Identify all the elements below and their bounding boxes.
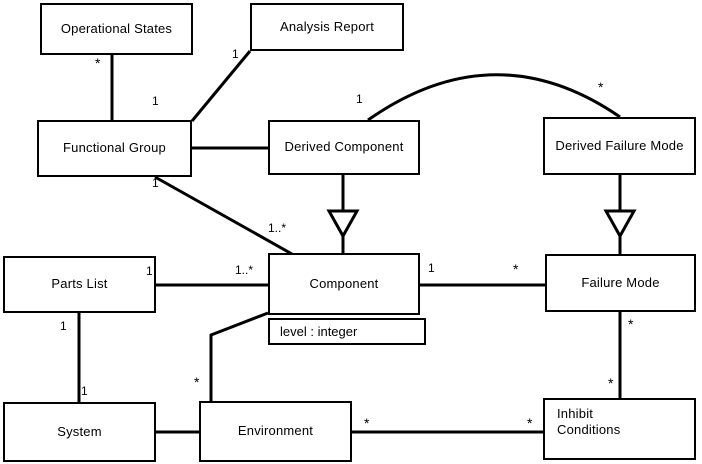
multiplicity-derived-component-left: 1 bbox=[356, 92, 363, 106]
multiplicity-functional-group-bottom: 1 bbox=[152, 176, 159, 190]
class-name-parts-list: Parts List bbox=[51, 276, 108, 292]
class-box-failure-mode[interactable]: Failure Mode bbox=[545, 254, 696, 312]
class-name-system: System bbox=[57, 423, 102, 439]
class-name-derived-failure-mode: Derived Failure Mode bbox=[555, 137, 684, 153]
class-box-derived-failure-mode[interactable]: Derived Failure Mode bbox=[543, 117, 696, 175]
attribute-label-level: level : integer bbox=[280, 324, 358, 339]
multiplicity-inhibit-conditions-top: * bbox=[608, 375, 614, 391]
multiplicity-failure-mode-bottom: * bbox=[628, 316, 634, 332]
class-box-environment[interactable]: Environment bbox=[199, 401, 352, 462]
multiplicity-environment-top: * bbox=[194, 374, 200, 390]
edge-component-environment bbox=[209, 311, 269, 401]
multiplicity-component-right: 1 bbox=[428, 261, 435, 275]
class-name-derived-component: Derived Component bbox=[284, 139, 404, 155]
class-name-operational-states: Operational States bbox=[60, 20, 173, 36]
class-box-component[interactable]: Component bbox=[268, 253, 420, 315]
edge-derived-component-derived-failure-mode bbox=[367, 73, 621, 122]
edge-analysis-report-functional-group bbox=[190, 50, 252, 122]
multiplicity-operational-states: * bbox=[95, 55, 101, 71]
multiplicity-functional-group-top: 1 bbox=[152, 94, 159, 108]
class-box-parts-list[interactable]: Parts List bbox=[3, 256, 156, 313]
multiplicity-parts-list-right: 1 bbox=[146, 264, 153, 278]
multiplicity-analysis-report-functional-group: 1 bbox=[232, 47, 239, 61]
class-name-inhibit-conditions: Inhibit Conditions bbox=[557, 406, 621, 438]
multiplicity-system-top: 1 bbox=[81, 384, 88, 398]
multiplicity-failure-mode-left: * bbox=[513, 261, 519, 277]
class-box-system[interactable]: System bbox=[3, 402, 156, 462]
multiplicity-component-topleft: 1..* bbox=[268, 221, 287, 235]
class-box-analysis-report[interactable]: Analysis Report bbox=[250, 3, 404, 51]
edge-functional-group-component bbox=[154, 175, 293, 256]
class-box-functional-group[interactable]: Functional Group bbox=[37, 120, 192, 177]
multiplicity-environment-right: * bbox=[364, 415, 370, 431]
class-name-analysis-report: Analysis Report bbox=[279, 18, 375, 34]
class-name-functional-group: Functional Group bbox=[63, 140, 166, 156]
class-name-failure-mode: Failure Mode bbox=[581, 274, 660, 290]
class-name-environment: Environment bbox=[237, 423, 314, 439]
class-attribute-component-level: level : integer bbox=[268, 318, 426, 345]
generalization-triangle-component bbox=[326, 209, 360, 240]
class-box-derived-component[interactable]: Derived Component bbox=[268, 120, 420, 175]
generalization-triangle-failure-mode bbox=[603, 209, 637, 240]
class-name-component: Component bbox=[309, 275, 379, 291]
multiplicity-inhibit-conditions-left: * bbox=[527, 415, 533, 431]
class-box-operational-states[interactable]: Operational States bbox=[40, 3, 193, 55]
multiplicity-component-left: 1..* bbox=[235, 263, 254, 277]
multiplicity-parts-list-bottom: 1 bbox=[60, 319, 67, 333]
multiplicity-derived-failure-mode-arc: * bbox=[598, 79, 604, 95]
class-box-inhibit-conditions[interactable]: Inhibit Conditions bbox=[543, 398, 696, 460]
